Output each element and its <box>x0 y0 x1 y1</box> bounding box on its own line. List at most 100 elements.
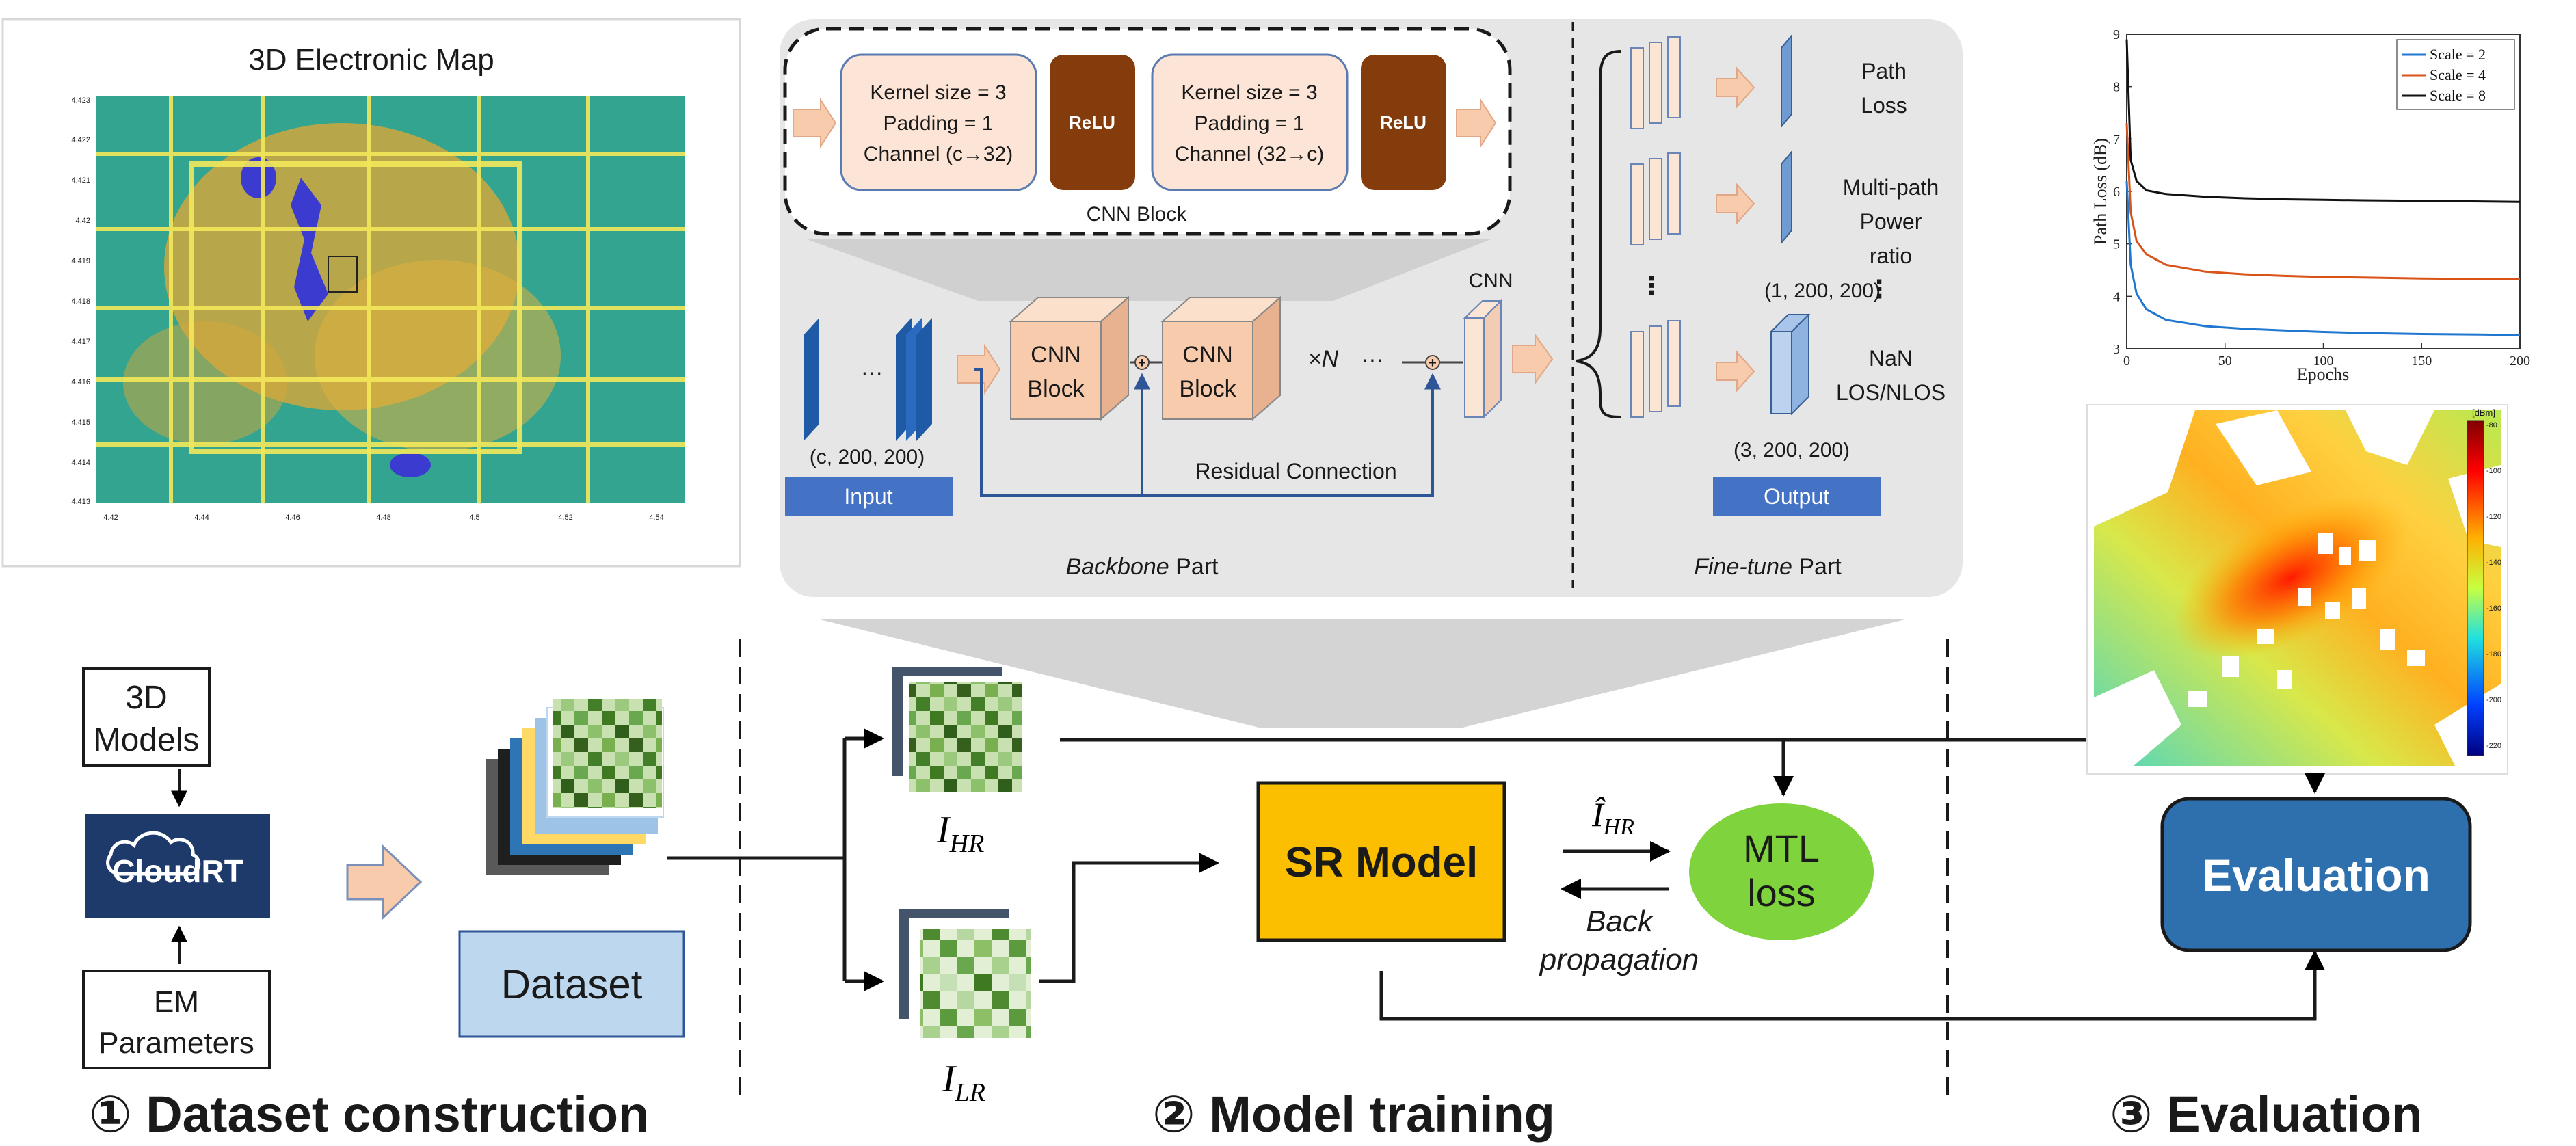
task3-line2: LOS/NLOS <box>1836 380 1946 405</box>
task2-line2: Power <box>1860 209 1922 234</box>
relu-box-1 <box>1050 55 1135 190</box>
residual-label: Residual Connection <box>1195 459 1396 483</box>
conv-box-1 <box>840 53 1037 191</box>
hr-image <box>892 667 1022 792</box>
relu1-label: ReLU <box>1069 112 1115 133</box>
repeat-ellipsis: ··· <box>1362 347 1383 371</box>
conv1-kernel: Kernel size = 3 <box>870 81 1006 104</box>
input-ellipsis: ··· <box>861 360 883 384</box>
ihr-hat-subscript: HR <box>1603 814 1635 840</box>
models-line1: 3D <box>125 680 167 716</box>
conv-box-2 <box>1151 53 1349 191</box>
y-tick-label: 9 <box>2113 27 2120 42</box>
x-axis-label: Epochs <box>2297 364 2350 384</box>
map-y-tick: 4.415 <box>71 418 90 427</box>
cube2-line2: Block <box>1179 376 1236 402</box>
architecture-panel: Kernel size = 3 Padding = 1 Channel (c→3… <box>780 19 1963 728</box>
dataset-label: Dataset <box>501 961 643 1007</box>
input-tag-label: Input <box>844 484 892 509</box>
task2-line3: ratio <box>1870 243 1912 268</box>
hr-label: IHR <box>936 809 984 858</box>
y-tick-label: 4 <box>2113 289 2120 304</box>
cube1-line2: Block <box>1027 376 1085 402</box>
series-line-scale-4 <box>2125 123 2520 280</box>
map-title: 3D Electronic Map <box>248 43 494 77</box>
map-x-tick: 4.54 <box>649 514 663 522</box>
colorbar-tick: -200 <box>2486 696 2501 704</box>
cnn-layer-label: CNN <box>1469 269 1513 292</box>
lr-label: ILR <box>942 1058 985 1107</box>
y-tick-label: 7 <box>2113 132 2120 147</box>
task-stack-1 <box>1630 36 1681 129</box>
cnn-block-cube-2 <box>1160 295 1282 421</box>
colorbar-tick: -180 <box>2486 650 2501 658</box>
repeat-n: ×N <box>1308 346 1339 372</box>
cloudrt-logo <box>85 814 270 918</box>
task3-arrow <box>1716 350 1755 392</box>
input-tag <box>785 477 953 516</box>
map-y-tick: 4.414 <box>71 459 90 467</box>
task-stack-2 <box>1630 152 1681 245</box>
cnn-layer-front <box>1464 317 1485 418</box>
models-line2: Models <box>94 722 200 758</box>
mtl-line1: MTL <box>1743 827 1820 870</box>
y-tick-label: 8 <box>2113 80 2120 95</box>
stage-model-training: IHR ILR SR Model ÎHR Back propagation MT… <box>667 667 2325 1143</box>
legend-label-scale4: Scale = 4 <box>2430 66 2486 83</box>
colorbar-tick: -160 <box>2486 604 2501 613</box>
backbone-caption-ital: Backbone <box>1065 554 1169 580</box>
task2-line1: Multi-path <box>1843 175 1939 200</box>
map-x-tick: 4.5 <box>469 514 479 522</box>
relu2-label: ReLU <box>1380 112 1426 133</box>
task1-line1: Path <box>1861 59 1907 83</box>
sr-to-eval-arrow <box>1379 950 2325 1021</box>
colorbar-tick: -220 <box>2486 742 2501 750</box>
cnn-block-cube-1 <box>1009 295 1130 421</box>
sr-model-box <box>1256 781 1506 942</box>
map-y-ticks: 4.423 4.422 4.421 4.42 4.419 4.418 4.417… <box>71 96 90 506</box>
task3-output-maps <box>1769 312 1811 416</box>
task1-arrow <box>1716 66 1755 109</box>
legend: Scale = 2 Scale = 4 Scale = 8 <box>2396 39 2515 110</box>
x-tick-label: 100 <box>2313 354 2334 369</box>
lr-to-sr-arrow <box>1039 853 1219 983</box>
conv2-padding: Padding = 1 <box>1195 112 1305 135</box>
output-tag <box>1713 477 1881 516</box>
dims-out: (3, 200, 200) <box>1734 439 1850 462</box>
lr-image <box>899 909 1031 1038</box>
dataset-arrow <box>346 844 423 920</box>
colorbar-ticks: -80 -100 -120 -140 -160 -180 -200 -220 <box>2486 421 2501 750</box>
mtl-loss-ellipse <box>1689 803 1874 940</box>
legend-label-scale2: Scale = 2 <box>2430 46 2486 63</box>
projection-funnel <box>817 619 1908 728</box>
relu-box-2 <box>1361 55 1446 190</box>
output-tag-label: Output <box>1764 484 1829 509</box>
dims-vdots: ⋮ <box>1867 275 1891 303</box>
cnn-out-arrow <box>1456 97 1497 149</box>
cnn-layer-side <box>1483 299 1502 419</box>
y-axis-label: Path Loss (dB) <box>2090 138 2110 245</box>
task3-line1: NaN <box>1869 346 1913 371</box>
stage2-label: ② Model training <box>1152 1086 1555 1143</box>
x-tick-label: 0 <box>2123 354 2130 369</box>
ihr-hat-label: ÎHR <box>1591 795 1634 840</box>
finetune-caption-ital: Fine-tune <box>1694 554 1792 580</box>
finetune-caption: Fine-tune Part <box>1694 554 1842 580</box>
legend-label-scale8: Scale = 8 <box>2430 87 2486 104</box>
lr-subscript: LR <box>955 1078 985 1107</box>
backprop-line1: Back <box>1586 905 1654 938</box>
conv2-channel: Channel (32→c) <box>1175 143 1324 165</box>
backbone-caption-rest: Part <box>1169 554 1219 580</box>
task2-arrow <box>1716 183 1755 225</box>
stage-evaluation: Evaluation ③ Evaluation <box>2110 773 2472 1143</box>
dataset-stack <box>486 699 664 875</box>
cube2-line1: CNN <box>1182 342 1233 368</box>
colorbar-unit: [dBm] <box>2472 408 2495 418</box>
heatmap-panel: [dBm] -80 -100 -120 -140 -160 -180 -200 … <box>2086 404 2508 775</box>
evaluation-label: Evaluation <box>2202 850 2430 901</box>
cnn-block-funnel <box>807 239 1491 301</box>
conv1-padding: Padding = 1 <box>884 112 994 135</box>
